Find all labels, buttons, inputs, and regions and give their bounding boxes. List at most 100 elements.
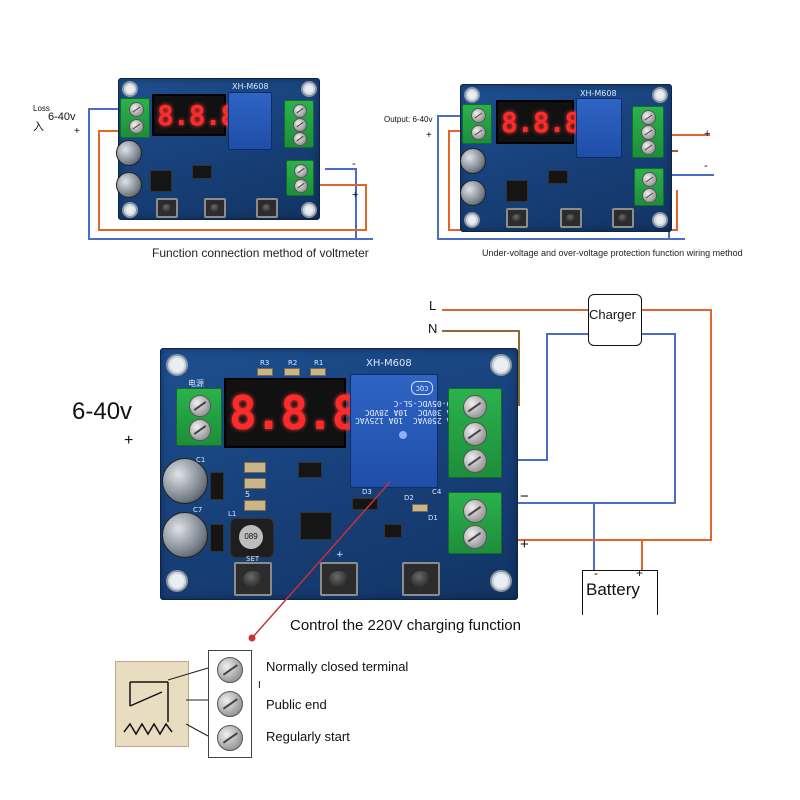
charger-label: Charger bbox=[589, 307, 636, 322]
silk-set: SET bbox=[246, 555, 260, 563]
output-plus-label: + bbox=[520, 536, 529, 553]
silk-power-cn: 电源 bbox=[188, 379, 204, 388]
inductor bbox=[506, 180, 528, 202]
wire-blue bbox=[325, 168, 355, 170]
set-button bbox=[234, 562, 272, 596]
wire-orange bbox=[98, 130, 100, 230]
mounting-hole bbox=[122, 202, 138, 218]
screw bbox=[129, 102, 144, 117]
relay-terminal bbox=[632, 106, 664, 158]
wire-live bbox=[442, 309, 590, 311]
wire-blue bbox=[437, 115, 461, 117]
board-label: XH-M608 bbox=[580, 89, 617, 98]
wire-orange bbox=[448, 130, 461, 132]
capacitor bbox=[116, 140, 142, 166]
relay-terminal bbox=[448, 388, 502, 478]
mains-neutral-label: N bbox=[428, 321, 438, 336]
legend-public-end: Public end bbox=[266, 697, 327, 712]
inductor bbox=[150, 170, 172, 192]
silk-5: 5 bbox=[245, 490, 251, 499]
mounting-hole bbox=[301, 81, 317, 97]
silk-d2: D2 bbox=[404, 494, 414, 502]
ic-chip bbox=[192, 165, 212, 179]
resistor bbox=[244, 500, 266, 511]
wire-charger-relay bbox=[546, 333, 592, 335]
capacitor bbox=[116, 172, 142, 198]
screw-com bbox=[217, 691, 243, 717]
battery-plus-label: + bbox=[636, 566, 644, 580]
diode bbox=[210, 472, 224, 500]
wire-orange bbox=[448, 130, 450, 230]
wire-charger-negative bbox=[640, 333, 676, 335]
mounting-hole bbox=[652, 87, 668, 103]
wire-blue bbox=[88, 108, 90, 240]
resistor-r1 bbox=[310, 368, 326, 376]
screw-no bbox=[217, 725, 243, 751]
input-terminal bbox=[120, 98, 150, 138]
silk-c7: C7 bbox=[193, 506, 203, 514]
silk-l1: L1 bbox=[228, 510, 237, 518]
legend-normally-closed: Normally closed terminal bbox=[266, 659, 409, 674]
wire-battery-negative bbox=[593, 502, 595, 570]
wire-battery-positive bbox=[641, 539, 643, 570]
wire-blue bbox=[668, 174, 714, 176]
relay-led bbox=[399, 431, 407, 439]
regulator-chip bbox=[300, 512, 332, 540]
input-cn-label: 入 bbox=[33, 121, 44, 133]
wire-orange bbox=[320, 184, 366, 186]
wire-neutral bbox=[442, 330, 520, 332]
wire-blue bbox=[437, 238, 685, 240]
screw bbox=[463, 525, 487, 549]
screw bbox=[642, 188, 657, 203]
output-minus-label: - bbox=[352, 158, 356, 170]
relay bbox=[576, 98, 622, 158]
mounting-hole bbox=[464, 212, 480, 228]
input-voltage-label: 6-40v bbox=[48, 111, 76, 123]
diode bbox=[210, 524, 224, 552]
relay-contact-symbol bbox=[115, 661, 189, 747]
capacitor-smd bbox=[244, 478, 266, 489]
resistor bbox=[412, 504, 428, 512]
wire-charger-positive bbox=[498, 539, 712, 541]
input-terminal bbox=[462, 104, 492, 144]
wire-blue bbox=[88, 108, 120, 110]
contact-arm bbox=[129, 691, 163, 707]
screw-nc bbox=[217, 657, 243, 683]
transistor bbox=[384, 524, 402, 538]
input-plus-label: + bbox=[426, 130, 432, 141]
wire-blue bbox=[88, 238, 373, 240]
screw bbox=[471, 125, 486, 140]
push-button bbox=[204, 198, 226, 218]
screw bbox=[293, 132, 307, 146]
pointer-line-stroke bbox=[251, 481, 391, 639]
screw bbox=[463, 422, 487, 446]
wire-charger-relay bbox=[546, 333, 548, 461]
push-button bbox=[256, 198, 278, 218]
ic-chip bbox=[298, 462, 322, 478]
legend-wire bbox=[185, 723, 209, 737]
wire-orange bbox=[676, 190, 678, 231]
capacitor-smd bbox=[244, 462, 266, 473]
mounting-hole bbox=[301, 202, 317, 218]
silk-d3: D3 bbox=[362, 488, 372, 496]
silk-c1: C1 bbox=[196, 456, 206, 464]
screw bbox=[641, 140, 656, 155]
output-terminal bbox=[448, 492, 502, 554]
mounting-hole bbox=[490, 570, 512, 592]
relay-terminal bbox=[284, 100, 314, 148]
relay-plus-label: + bbox=[704, 128, 711, 140]
silk-r3: R3 bbox=[260, 359, 270, 367]
battery-minus-label: - bbox=[594, 566, 598, 580]
capacitor bbox=[460, 180, 486, 206]
wire-blue bbox=[437, 115, 439, 240]
charger-box bbox=[588, 294, 642, 346]
relay: CQC 10A 250VAC 10A 125VAC 10A 30VDC 10A … bbox=[350, 374, 461, 488]
screw bbox=[189, 419, 211, 441]
mounting-hole bbox=[122, 81, 138, 97]
silk-d1: D1 bbox=[428, 514, 438, 522]
mounting-hole bbox=[166, 570, 188, 592]
control-caption: Control the 220V charging function bbox=[290, 617, 521, 634]
push-button bbox=[156, 198, 178, 218]
relay bbox=[228, 92, 272, 150]
